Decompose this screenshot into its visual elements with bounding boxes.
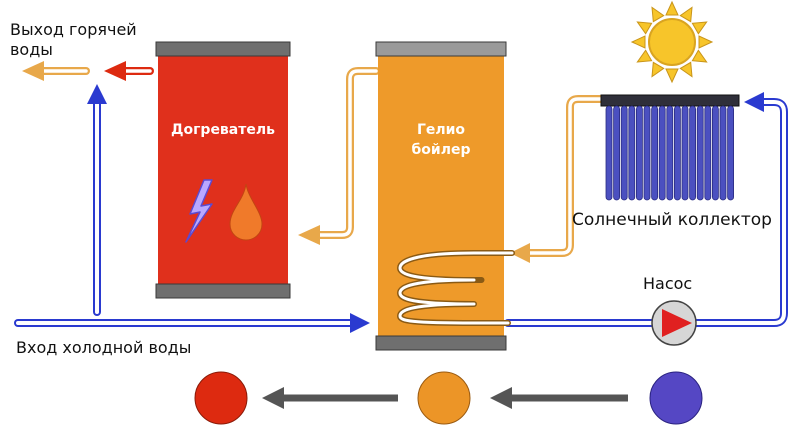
- legend-arrow-left: [262, 387, 284, 409]
- collector-tube: [712, 105, 719, 201]
- collector-tube: [636, 105, 643, 201]
- collector-tubes: [605, 105, 734, 201]
- heater-tank: [155, 41, 291, 299]
- collector-tube: [643, 105, 651, 201]
- hot-water-pipes: [40, 67, 604, 257]
- cold-water-pipes: [14, 98, 788, 327]
- legend-arrow-right: [490, 387, 512, 409]
- hot-output-arrowhead: [22, 61, 44, 81]
- collector-label: Солнечный коллектор: [572, 210, 772, 230]
- cold-water-input-label: Вход холодной воды: [16, 338, 192, 357]
- lightning-icon: [185, 179, 213, 243]
- cold-inlet-arrowhead: [350, 313, 370, 333]
- heater-inlet-arrowhead: [298, 225, 320, 245]
- collector-tube: [651, 105, 658, 201]
- pump-icon: [651, 300, 697, 346]
- temperature-legend: [194, 371, 703, 425]
- collector-tube: [727, 105, 734, 201]
- collector-tube: [605, 105, 613, 201]
- heater-label: Догреватель: [171, 122, 275, 138]
- boiler-label: Гелио бойлер: [411, 122, 471, 158]
- collector-tube: [719, 105, 727, 201]
- collector-inlet-arrowhead: [744, 92, 764, 112]
- hot-water-output-label: Выход горячей воды: [10, 20, 137, 59]
- legend-hot-circle: [194, 371, 248, 425]
- collector-tube: [628, 105, 636, 201]
- coil-inlet-arrowhead: [510, 243, 530, 263]
- solar-collector: [600, 94, 740, 201]
- legend-cold-circle: [649, 371, 703, 425]
- collector-tube: [689, 105, 696, 201]
- legend-warm-circle: [417, 371, 471, 425]
- collector-tube: [613, 105, 620, 201]
- cold-riser-arrowhead: [87, 84, 107, 104]
- flame-icon: [229, 183, 263, 241]
- collector-tube: [704, 105, 712, 201]
- collector-tube: [658, 105, 666, 201]
- collector-tube: [620, 105, 628, 201]
- collector-tube: [681, 105, 689, 201]
- collector-tube: [696, 105, 704, 201]
- collector-tube: [674, 105, 681, 201]
- solar-boiler-tank: [375, 41, 515, 351]
- pump-label: Насос: [643, 274, 693, 293]
- collector-tube: [666, 105, 674, 201]
- sun-icon: [630, 0, 714, 84]
- heater-output-pipe: [104, 61, 154, 81]
